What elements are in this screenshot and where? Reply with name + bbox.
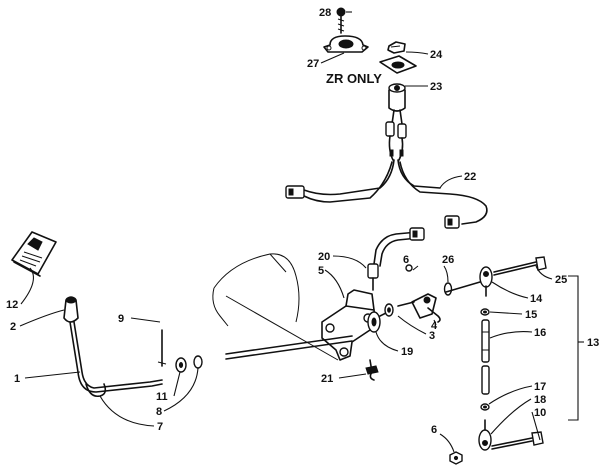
washer-26 [443, 282, 453, 296]
callout-1: 1 [14, 373, 20, 385]
nut-6-top [405, 264, 419, 272]
callout-7: 7 [157, 421, 163, 433]
nut-15 [480, 308, 490, 316]
plate-23-mount [379, 55, 417, 74]
callout-25: 25 [555, 274, 567, 286]
bolt-10 [491, 431, 544, 450]
grip-2 [63, 296, 79, 323]
group-bracket-13 [568, 275, 584, 421]
callout-6-bottom: 6 [431, 424, 437, 436]
leader-lines [19, 11, 553, 453]
callout-6-top: 6 [403, 254, 409, 266]
bolt-9 [157, 329, 167, 367]
callout-14: 14 [530, 293, 543, 305]
rod-end-14 [445, 266, 493, 297]
screw-28 [336, 7, 346, 34]
nut-6-bottom [449, 451, 463, 465]
bushing-8 [193, 355, 203, 369]
callout-19: 19 [401, 346, 413, 358]
cotter-pin-4 [427, 307, 441, 323]
bolt-25 [493, 256, 547, 276]
callout-24: 24 [430, 49, 443, 61]
housing-outline [212, 253, 339, 361]
callout-2: 2 [10, 321, 16, 333]
washer-19 [384, 303, 394, 317]
cover-bracket-27 [323, 35, 369, 53]
lever-1 [69, 321, 163, 398]
cap-24 [387, 41, 406, 54]
callout-11: 11 [156, 391, 168, 403]
callout-17: 17 [534, 381, 546, 393]
callout-labels: 28 27 24 23 22 20 5 6 26 25 14 15 16 13 … [6, 7, 599, 436]
rod-16 [481, 319, 490, 395]
callout-15: 15 [525, 309, 537, 321]
callout-12: 12 [6, 299, 18, 311]
callout-13: 13 [587, 337, 599, 349]
callout-28: 28 [319, 7, 331, 19]
callout-23: 23 [430, 81, 442, 93]
cable-20 [367, 227, 425, 291]
callout-18: 18 [534, 394, 546, 406]
throttle-shaft [225, 335, 353, 360]
nut-17-18 [480, 403, 490, 411]
callout-8: 8 [156, 406, 162, 418]
link-bracket [397, 293, 437, 319]
washer-11 [175, 357, 187, 373]
callout-9: 9 [118, 313, 124, 325]
switch-body-23 [385, 83, 407, 161]
switch-3 [367, 311, 389, 333]
callout-10: 10 [534, 407, 546, 419]
wiring-harness-22 [285, 159, 488, 229]
callout-27: 27 [307, 58, 319, 70]
callout-5: 5 [318, 265, 324, 277]
throttle-pad-12 [11, 231, 57, 277]
callout-16: 16 [534, 327, 546, 339]
rod-end-18 [478, 419, 492, 451]
callout-22: 22 [464, 171, 476, 183]
callout-26: 26 [442, 254, 454, 266]
callout-4: 4 [431, 320, 438, 332]
callout-3: 3 [429, 330, 435, 342]
clip-21 [365, 359, 379, 381]
zr-only-note: ZR ONLY [326, 71, 382, 86]
callout-21: 21 [321, 373, 333, 385]
callout-20: 20 [318, 251, 330, 263]
